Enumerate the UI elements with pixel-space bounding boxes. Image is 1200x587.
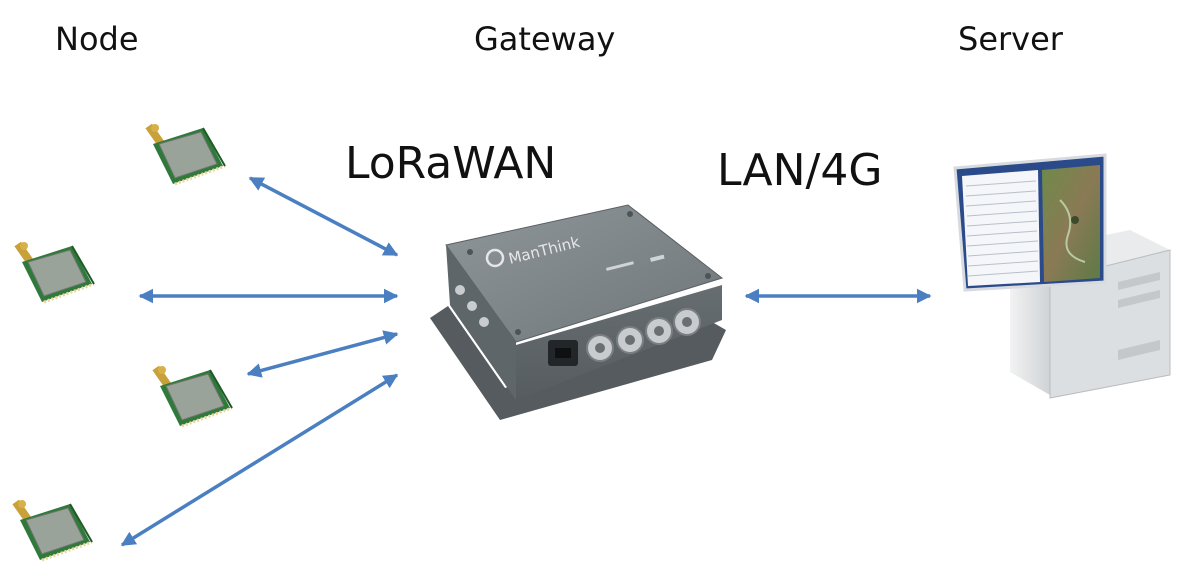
arrow-node1-gateway bbox=[248, 176, 399, 257]
lora-module-2 bbox=[12, 240, 96, 304]
server-title: Server bbox=[958, 20, 1063, 58]
arrow-node4-gateway bbox=[120, 373, 399, 547]
lora-module-1 bbox=[143, 122, 227, 186]
gateway-device: ManThink bbox=[430, 204, 726, 420]
arrow-node3-gateway bbox=[246, 330, 399, 378]
server-computer bbox=[953, 153, 1171, 399]
gateway-title: Gateway bbox=[474, 20, 616, 58]
node-title: Node bbox=[55, 20, 139, 58]
lora-module-3 bbox=[150, 364, 234, 428]
manthink-logo-icon bbox=[485, 248, 505, 268]
antenna-connectors bbox=[586, 308, 701, 362]
lan-4g-label: LAN/4G bbox=[717, 145, 883, 196]
lora-module-4 bbox=[10, 498, 94, 562]
